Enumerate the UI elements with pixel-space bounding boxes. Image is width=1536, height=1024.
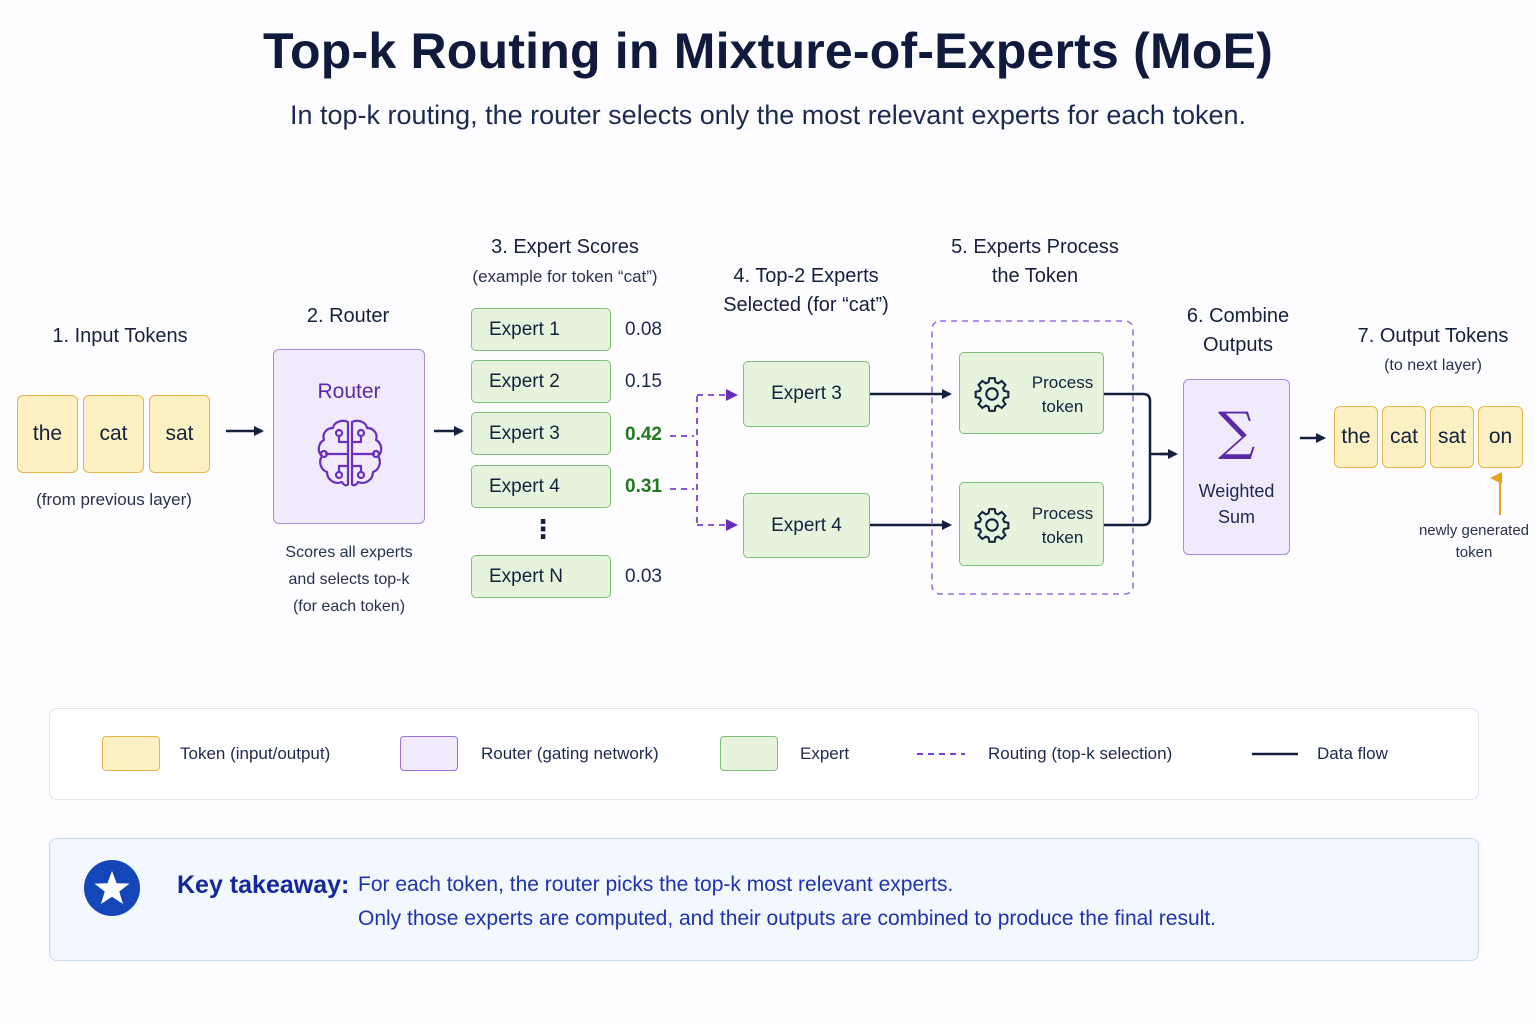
legend-swatch-router (400, 736, 458, 771)
step-router-title: 2. Router (306, 305, 390, 327)
step-selected-title: 4. Top-2 Experts (733, 265, 879, 287)
output-token: the (1334, 406, 1378, 468)
process-group-border (931, 320, 1134, 595)
expert-score-value-selected: 0.42 (625, 424, 662, 445)
new-token-note: token (1455, 544, 1493, 561)
sigma-icon: ∑ (1217, 402, 1256, 462)
page-subtitle: In top-k routing, the router selects onl… (290, 100, 1246, 130)
legend-label: Routing (top-k selection) (988, 744, 1173, 763)
expert-score-value: 0.15 (625, 371, 662, 392)
expert-score-row: Expert 3 (471, 412, 611, 455)
output-token: sat (1430, 406, 1474, 468)
process-label: Process (1031, 373, 1094, 392)
expert-score-value-selected: 0.31 (625, 476, 662, 497)
router-note-line: (for each token) (292, 598, 406, 615)
router-note-line: Scores all experts (285, 544, 413, 561)
legend-swatch-expert (720, 736, 778, 771)
step-combine-title-line2: Outputs (1202, 334, 1274, 356)
step-input-title: 1. Input Tokens (52, 325, 188, 347)
routing-lines (670, 389, 738, 531)
star-icon (84, 860, 140, 916)
ellipsis: ⋮ (530, 514, 556, 544)
weighted-sum-box: ∑ Weighted Sum (1183, 379, 1290, 555)
legend: Token (input/output) Router (gating netw… (49, 708, 1479, 800)
step-output-subtitle: (to next layer) (1384, 357, 1482, 374)
legend-label: Data flow (1317, 744, 1388, 763)
step-scores-subtitle: (example for token “cat”) (472, 267, 658, 286)
expert-score-value: 0.03 (625, 566, 662, 587)
output-token: cat (1382, 406, 1426, 468)
takeaway-line: For each token, the router picks the top… (358, 873, 954, 896)
gear-icon (974, 377, 1010, 412)
output-token-new: on (1478, 406, 1523, 468)
new-token-note: newly generated (1418, 522, 1530, 539)
router-note-line: and selects top-k (288, 571, 410, 588)
input-token: cat (83, 395, 144, 473)
gear-icon (974, 508, 1010, 543)
takeaway-line: Only those experts are computed, and the… (358, 907, 1216, 930)
step-selected-title-bold: Selected (723, 294, 802, 316)
expert-score-value: 0.08 (625, 319, 662, 340)
process-label: token (1041, 528, 1084, 547)
weighted-sum-label: Weighted (1198, 481, 1275, 501)
expert-score-row: Expert 2 (471, 360, 611, 403)
step-scores-title: 3. Expert Scores (491, 236, 639, 258)
input-note: (from previous layer) (36, 490, 192, 509)
merge-lines (1104, 392, 1174, 527)
takeaway-heading: Key takeaway: (177, 871, 350, 899)
page-title: Top-k Routing in Mixture-of-Experts (MoE… (263, 23, 1273, 79)
step-process-title: 5. Experts Process (951, 236, 1119, 258)
selected-expert: Expert 3 (743, 361, 870, 427)
process-label: Process (1031, 504, 1094, 523)
process-label: token (1041, 397, 1084, 416)
legend-swatch-routing (917, 753, 965, 755)
process-box: Process token (959, 482, 1104, 566)
weighted-sum-label: Sum (1217, 507, 1255, 527)
takeaway-box: Key takeaway: For each token, the router… (49, 838, 1479, 961)
legend-label: Router (gating network) (481, 744, 659, 763)
expert-score-row: Expert N (471, 555, 611, 598)
step-combine-title: 6. Combine (1186, 305, 1290, 327)
step-selected-title-rest: (for “cat”) (801, 294, 889, 316)
legend-swatch-dataflow (1252, 752, 1298, 756)
process-box: Process token (959, 352, 1104, 434)
router-box: Router (273, 349, 425, 524)
expert-score-row: Expert 1 (471, 308, 611, 351)
legend-label: Token (input/output) (180, 744, 331, 763)
router-label: Router (317, 380, 381, 403)
input-token: sat (149, 395, 210, 473)
step-process-title-line2: the Token (991, 265, 1079, 287)
selected-expert: Expert 4 (743, 493, 870, 558)
brain-circuit-icon (317, 419, 383, 487)
legend-label: Expert (800, 744, 850, 763)
input-token: the (17, 395, 78, 473)
step-output-title: 7. Output Tokens (1357, 325, 1509, 347)
expert-score-row: Expert 4 (471, 465, 611, 508)
legend-swatch-token (102, 736, 160, 771)
